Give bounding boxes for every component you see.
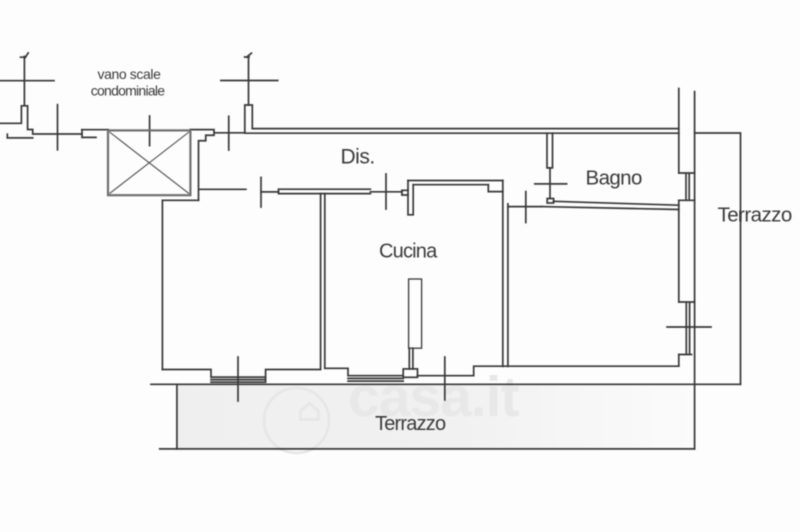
svg-text:vano scale: vano scale: [98, 66, 162, 82]
svg-text:Terrazzo: Terrazzo: [375, 413, 446, 435]
svg-text:Cucina: Cucina: [379, 241, 438, 263]
svg-text:Bagno: Bagno: [586, 167, 642, 190]
svg-text:Terrazzo: Terrazzo: [718, 204, 792, 227]
svg-text:condominiale: condominiale: [91, 83, 165, 99]
svg-text:Dis.: Dis.: [341, 146, 375, 169]
